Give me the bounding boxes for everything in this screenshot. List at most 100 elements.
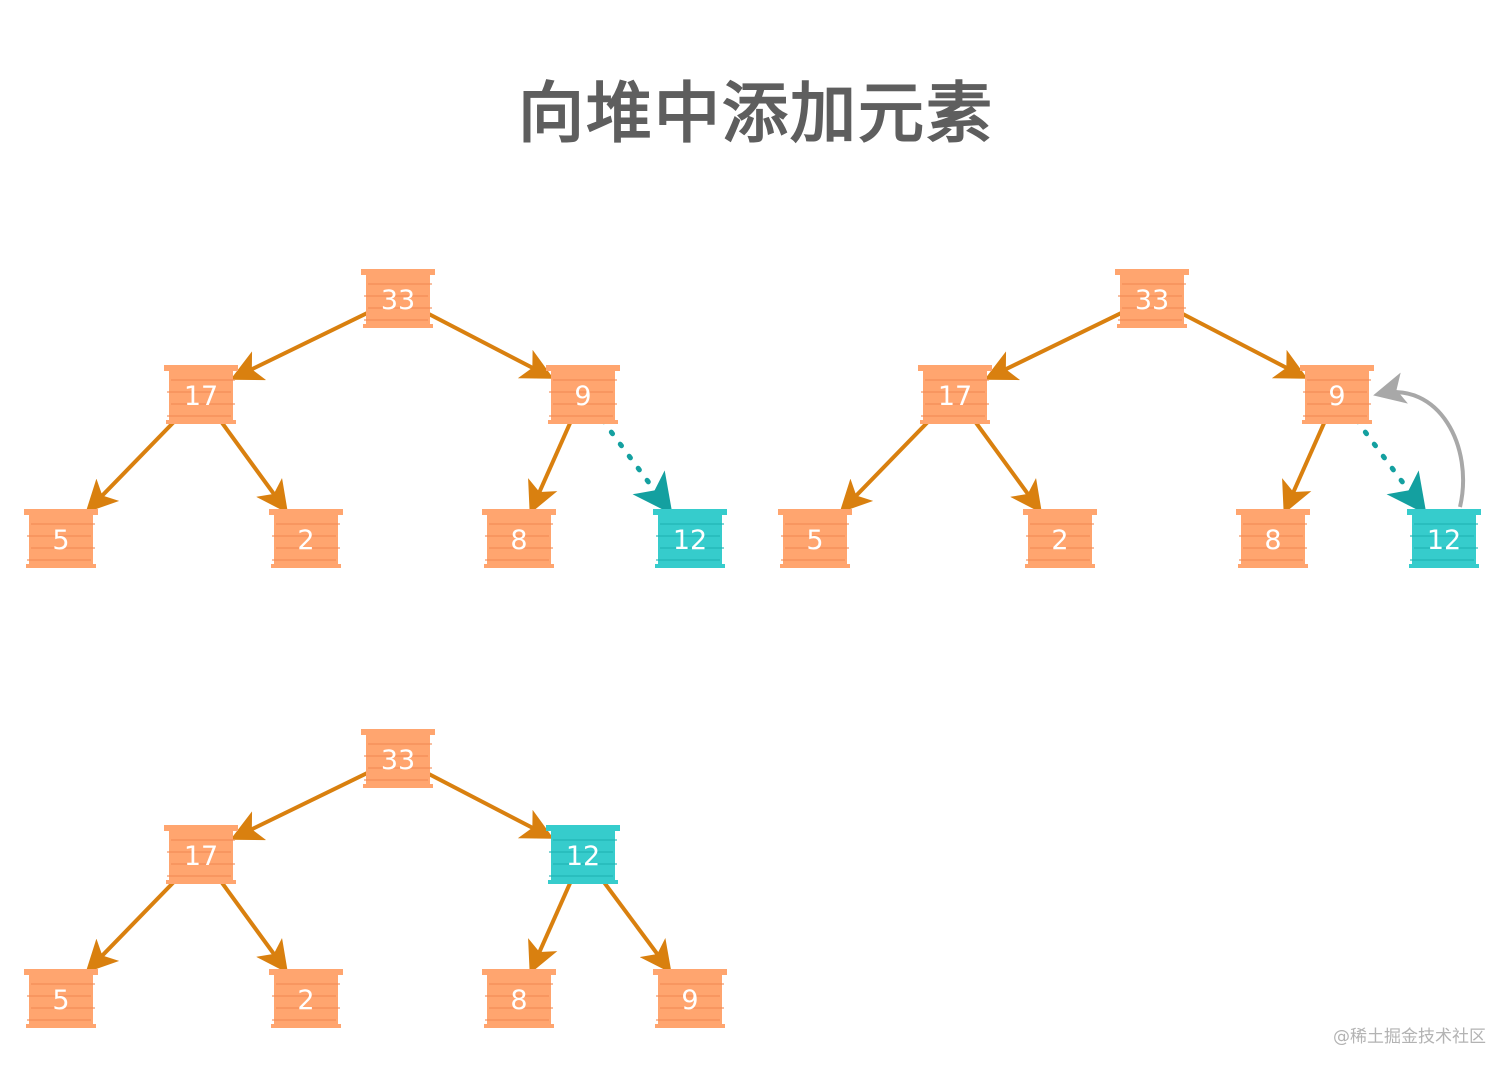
- edge-n17-n2: [972, 418, 1042, 514]
- node-stripe: [921, 391, 985, 393]
- heap-node: 17: [164, 365, 238, 424]
- node-stripe: [660, 547, 724, 549]
- heap-node: 8: [1236, 509, 1310, 568]
- node-stripe: [31, 547, 95, 549]
- node-lid: [778, 509, 852, 515]
- node-base: [655, 564, 725, 568]
- node-label: 2: [297, 525, 314, 556]
- node-stripe: [171, 839, 235, 841]
- node-label: 9: [681, 985, 698, 1016]
- node-stripe: [272, 995, 336, 997]
- node-stripe: [781, 535, 845, 537]
- node-stripe: [1307, 403, 1371, 405]
- node-stripe: [1030, 547, 1094, 549]
- node-base: [1025, 564, 1095, 568]
- node-base: [920, 420, 990, 424]
- edge-n9-n8: [528, 419, 574, 514]
- node-stripe: [364, 319, 428, 321]
- node-base: [271, 564, 341, 568]
- node-lid: [653, 969, 727, 975]
- node-stripe: [925, 403, 989, 405]
- node-stripe: [1410, 535, 1474, 537]
- node-stripe: [485, 559, 549, 561]
- node-stripe: [27, 535, 91, 537]
- panel-step-1: [85, 311, 673, 515]
- node-base: [548, 880, 618, 884]
- node-label: 33: [1135, 285, 1169, 316]
- panel-step-3: [85, 771, 672, 974]
- node-lid: [269, 969, 343, 975]
- node-label: 9: [574, 381, 591, 412]
- node-stripe: [1118, 319, 1182, 321]
- node-stripe: [167, 391, 231, 393]
- node-stripe: [1414, 523, 1478, 525]
- node-label: 12: [566, 841, 600, 872]
- node-stripe: [553, 863, 617, 865]
- node-stripe: [656, 535, 720, 537]
- node-stripe: [656, 1019, 720, 1021]
- node-stripe: [368, 283, 432, 285]
- node-stripe: [276, 983, 340, 985]
- edge-n33-n9: [427, 312, 554, 379]
- node-base: [166, 420, 236, 424]
- node-base: [271, 1024, 341, 1028]
- node-lid: [546, 825, 620, 831]
- node-lid: [482, 969, 556, 975]
- node-stripe: [485, 1019, 549, 1021]
- edge-n33-n9: [1181, 312, 1308, 379]
- heap-node: 33: [1115, 269, 1189, 328]
- node-lid: [1300, 365, 1374, 371]
- node-stripe: [785, 547, 849, 549]
- edge-n17-n2: [218, 878, 288, 974]
- edge-n33-n17: [984, 311, 1123, 381]
- node-base: [1238, 564, 1308, 568]
- heap-node: 9: [653, 969, 727, 1028]
- node-stripe: [660, 1007, 724, 1009]
- node-label: 12: [1427, 525, 1461, 556]
- heap-node: 33: [361, 269, 435, 328]
- node-stripe: [31, 523, 95, 525]
- node-stripe: [364, 295, 428, 297]
- swap-arrow: [1373, 372, 1466, 508]
- node-lid: [164, 365, 238, 371]
- edge-n33-n17: [230, 771, 369, 841]
- heap-node: 12: [1407, 509, 1481, 568]
- node-stripe: [364, 779, 428, 781]
- node-stripe: [553, 379, 617, 381]
- node-lid: [269, 509, 343, 515]
- node-stripe: [489, 1007, 553, 1009]
- node-stripe: [1410, 559, 1474, 561]
- node-lid: [361, 729, 435, 735]
- heap-node: 8: [482, 969, 556, 1028]
- edge-n17-n5: [839, 418, 932, 513]
- node-lid: [361, 269, 435, 275]
- node-stripe: [272, 1019, 336, 1021]
- node-lid: [918, 365, 992, 371]
- node-stripe: [368, 307, 432, 309]
- node-stripe: [925, 379, 989, 381]
- node-stripe: [27, 995, 91, 997]
- node-stripe: [167, 851, 231, 853]
- node-stripe: [167, 415, 231, 417]
- edges-layer: [85, 311, 1466, 974]
- node-stripe: [549, 415, 613, 417]
- heap-node: 8: [482, 509, 556, 568]
- node-label: 17: [184, 841, 218, 872]
- node-label: 2: [297, 985, 314, 1016]
- node-stripe: [171, 379, 235, 381]
- node-stripe: [272, 559, 336, 561]
- node-label: 33: [381, 745, 415, 776]
- heap-node: 5: [24, 509, 98, 568]
- heap-node: 5: [778, 509, 852, 568]
- node-stripe: [549, 875, 613, 877]
- node-stripe: [364, 755, 428, 757]
- heap-node: 9: [546, 365, 620, 424]
- node-label: 8: [1264, 525, 1281, 556]
- node-stripe: [489, 547, 553, 549]
- node-stripe: [785, 523, 849, 525]
- node-lid: [24, 509, 98, 515]
- heap-node: 17: [164, 825, 238, 884]
- node-stripe: [31, 983, 95, 985]
- node-stripe: [171, 863, 235, 865]
